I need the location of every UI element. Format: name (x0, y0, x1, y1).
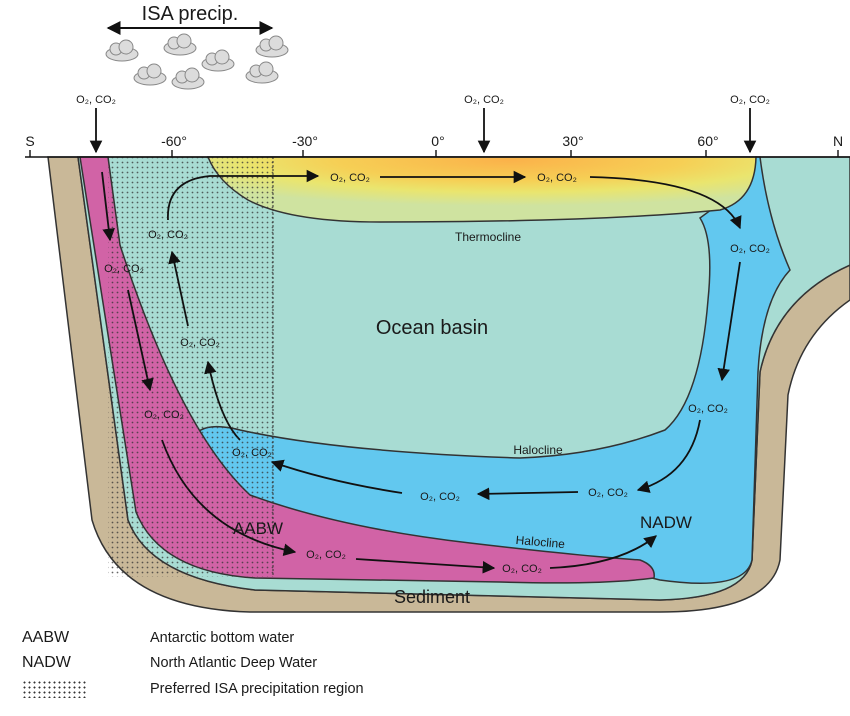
gas-flow-label: O₂, CO₂ (537, 172, 577, 184)
axis-tick-label: 60° (697, 133, 718, 149)
aabw-label: AABW (233, 519, 283, 538)
legend-dots-swatch (22, 680, 88, 698)
nadw-south-arrow (476, 487, 579, 501)
legend-key: NADW (22, 654, 71, 671)
gas-flow-label: O₂, CO₂ (180, 337, 220, 349)
gas-flow-label: O₂, CO₂ (148, 229, 188, 241)
ocean-circulation-diagram: S -60° -30° 0° 30° 60° N ISA precip. O₂,… (25, 3, 850, 613)
gas-flow-label: O₂, CO₂ (688, 403, 728, 415)
nadw-label: NADW (640, 513, 692, 532)
thermocline-label: Thermocline (455, 230, 521, 244)
axis-end-south: S (25, 133, 34, 149)
halocline-upper-label: Halocline (513, 443, 563, 457)
cloud-icon (245, 61, 279, 84)
isa-precipitation-region (108, 157, 274, 577)
cloud-icon (133, 63, 167, 86)
aabw-down-arrow (161, 439, 297, 556)
gas-flow-label: O₂, CO₂ (104, 263, 144, 275)
gas-flow-label: O₂, CO₂ (232, 447, 272, 459)
gas-flow-label: O₂, CO₂ (144, 409, 184, 421)
axis-tick-label: -60° (161, 133, 187, 149)
surface-flow-arrow (167, 169, 320, 221)
axis-ticks (29, 150, 839, 157)
gas-flow-label: O₂, CO₂ (420, 491, 460, 503)
cloud-icon (255, 35, 289, 58)
cloud-icon (171, 67, 205, 90)
axis-end-north: N (833, 133, 843, 149)
legend-description: Preferred ISA precipitation region (150, 681, 364, 697)
thermocline-lens (206, 156, 757, 223)
gas-flow-label: O₂, CO₂ (330, 172, 370, 184)
cloud-icon (105, 39, 139, 62)
cloud-icon (163, 33, 197, 56)
cloud-icons (105, 33, 289, 90)
nadw-down-arrow (717, 261, 741, 382)
axis-tick-label: -30° (292, 133, 318, 149)
gas-flow-label: O₂, CO₂ (730, 243, 770, 255)
surface-flow-arrow (589, 176, 742, 230)
aabw-rising-arrow (549, 535, 657, 569)
nadw-south-arrow (270, 459, 403, 494)
upwelling-arrow (204, 360, 241, 441)
gas-flow-label: O₂, CO₂ (502, 563, 542, 575)
aabw-down-arrow (101, 171, 115, 242)
cloud-icon (201, 49, 235, 72)
gas-flow-label: O₂, CO₂ (306, 549, 346, 561)
circulation-arrows (101, 169, 742, 574)
gas-input-label: O₂, CO₂ (730, 94, 770, 106)
legend-key: AABW (22, 629, 70, 646)
gas-input-label: O₂, CO₂ (464, 94, 504, 106)
gas-input-label: O₂, CO₂ (76, 94, 116, 106)
nadw-south-arrow (636, 419, 701, 493)
ocean-basin-label: Ocean basin (376, 317, 488, 339)
legend-description: Antarctic bottom water (150, 630, 295, 646)
sediment-label: Sediment (394, 587, 470, 607)
upwelling-arrow (168, 250, 189, 327)
isa-precip-title: ISA precip. (142, 3, 239, 25)
axis-tick-label: 30° (562, 133, 583, 149)
halocline-lower-label: Halocline (515, 533, 566, 551)
aabw-east-arrow (355, 558, 496, 574)
axis-tick-label: 0° (431, 133, 444, 149)
aabw-down-arrow (127, 289, 154, 392)
legend-description: North Atlantic Deep Water (150, 655, 318, 671)
gas-flow-label: O₂, CO₂ (588, 487, 628, 499)
